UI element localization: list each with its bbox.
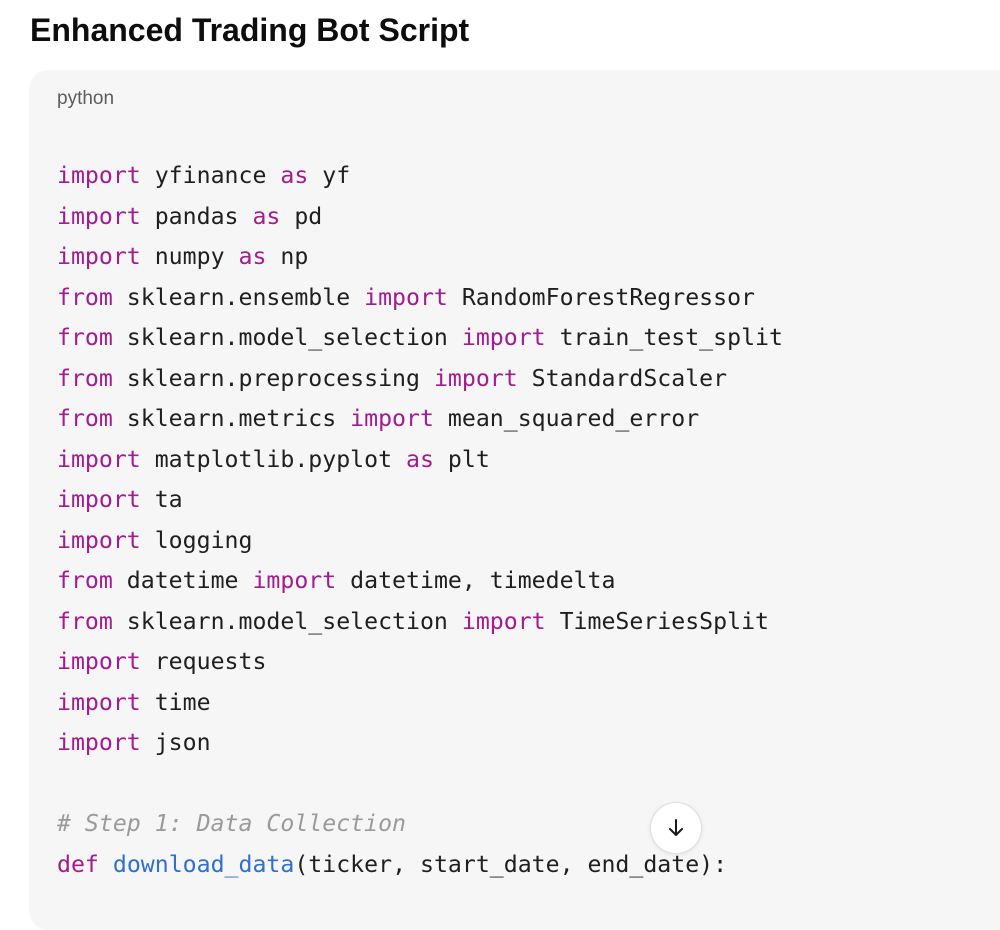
code-line: import json: [57, 723, 783, 764]
code-function-name: download_data: [112, 850, 295, 878]
code-line: import requests: [57, 642, 783, 683]
code-keyword: import: [461, 324, 546, 351]
code-keyword: import: [364, 283, 448, 311]
code-keyword: import: [57, 445, 141, 473]
code-line: import ta: [57, 480, 783, 521]
code-keyword: from: [57, 405, 113, 432]
code-keyword: import: [461, 607, 546, 635]
code-token: matplotlib.pyplot: [140, 445, 407, 473]
code-keyword: import: [57, 243, 141, 270]
code-token: StandardScaler: [517, 364, 728, 392]
code-keyword: import: [57, 202, 141, 230]
code-token: sklearn.model_selection: [112, 324, 462, 351]
code-language-label: python: [57, 88, 115, 109]
code-keyword: from: [57, 567, 113, 594]
code-token: (ticker, start_date, end_date):: [294, 850, 728, 878]
code-line: import pandas as pd: [57, 197, 783, 238]
code-token: yf: [308, 162, 351, 189]
code-line: def download_data(ticker, start_date, en…: [57, 845, 783, 886]
code-token: numpy: [140, 243, 239, 270]
code-keyword: import: [252, 567, 337, 594]
code-keyword: from: [57, 324, 113, 351]
code-line: from datetime import datetime, timedelta: [57, 561, 783, 602]
code-token: sklearn.metrics: [112, 405, 351, 432]
code-keyword: as: [406, 445, 434, 473]
code-token: json: [140, 729, 211, 756]
code-keyword: import: [57, 162, 141, 189]
code-line: from sklearn.metrics import mean_squared…: [57, 399, 783, 440]
code-line: from sklearn.ensemble import RandomFores…: [57, 278, 783, 319]
code-keyword: as: [280, 162, 309, 189]
code-token: RandomForestRegressor: [447, 283, 756, 311]
code-token: mean_squared_error: [433, 405, 700, 432]
code-keyword: def: [57, 850, 99, 878]
code-line: from sklearn.preprocessing import Standa…: [57, 359, 783, 400]
code-token: pandas: [140, 202, 253, 230]
code-token: pd: [280, 202, 323, 230]
code-line: import yfinance as yf: [57, 156, 783, 197]
code-token: datetime: [112, 567, 253, 594]
code-token: plt: [433, 445, 490, 473]
code-keyword: from: [57, 607, 113, 635]
code-keyword: import: [57, 688, 141, 716]
code-line: import logging: [57, 521, 783, 562]
code-keyword: as: [238, 243, 267, 270]
code-token: sklearn.preprocessing: [112, 364, 434, 392]
code-block: [29, 70, 1000, 930]
code-keyword: import: [57, 526, 141, 554]
code-keyword: import: [57, 648, 141, 675]
code-keyword: from: [57, 283, 113, 311]
page-heading: Enhanced Trading Bot Script: [30, 12, 470, 48]
code-token: train_test_split: [545, 324, 783, 351]
code-keyword: from: [57, 364, 113, 392]
code-token: requests: [140, 648, 267, 675]
code-keyword: import: [57, 486, 141, 513]
code-token: TimeSeriesSplit: [545, 607, 769, 635]
code-token: ta: [140, 486, 183, 513]
code-line: [57, 764, 783, 805]
scroll-to-bottom-button[interactable]: [650, 802, 702, 854]
code-token: logging: [140, 526, 253, 554]
code-line: import matplotlib.pyplot as plt: [57, 440, 783, 481]
code-token: datetime, timedelta: [336, 567, 616, 594]
code-keyword: as: [252, 202, 281, 230]
code-token: sklearn.model_selection: [112, 607, 462, 635]
code-line: import numpy as np: [57, 237, 783, 278]
code-token: time: [140, 688, 211, 716]
code-line: from sklearn.model_selection import Time…: [57, 602, 783, 643]
code-keyword: import: [57, 729, 141, 756]
code-keyword: import: [433, 364, 518, 392]
code-line: # Step 1: Data Collection: [57, 804, 783, 845]
code-token: yfinance: [140, 162, 281, 189]
code-token: [99, 851, 113, 878]
arrow-down-icon: [669, 819, 683, 836]
code-token: np: [266, 243, 309, 270]
code-keyword: import: [350, 405, 434, 432]
code-token: sklearn.ensemble: [112, 283, 365, 311]
code-line: from sklearn.model_selection import trai…: [57, 318, 783, 359]
code-line: import time: [57, 683, 783, 724]
code-comment: # Step 1: Data Collection: [57, 810, 407, 837]
